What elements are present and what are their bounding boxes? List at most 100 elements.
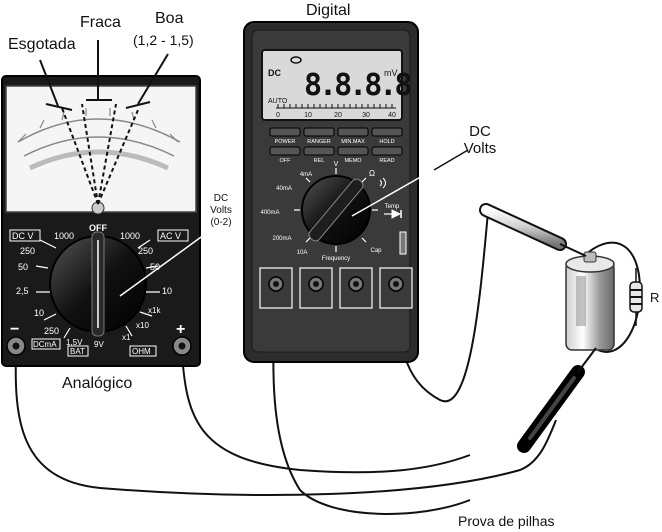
button-ranger-label: RANGER (307, 139, 331, 145)
dial-10a: 10A (297, 250, 308, 256)
dial-200ma: 200mA (272, 236, 291, 242)
bar-tick-10: 10 (304, 112, 312, 119)
button-read-label: READ (379, 158, 394, 164)
label-dc-volts-2: Volts (464, 140, 497, 157)
label-dc-volts-small-2: Volts (210, 205, 232, 216)
dial-dcma: DCmA (33, 340, 57, 349)
button-memo[interactable]: MEMO (337, 146, 369, 164)
button-minmax[interactable]: MIN.MAX (337, 127, 369, 145)
dial-ohm-d: Ω (369, 169, 375, 178)
fuse-slot (399, 231, 407, 255)
dial-x10: x10 (136, 321, 149, 330)
button-power-label: POWER (275, 139, 296, 145)
dial-bl10: 10 (34, 308, 44, 318)
dial-v9: 9V (94, 340, 104, 349)
dial-cap: Cap (370, 248, 382, 254)
analog-jack-minus[interactable] (6, 336, 26, 356)
label-digital: Digital (306, 2, 350, 19)
analog-meter: OFF DC V AC V 1000 1000 250 250 50 50 2,… (1, 40, 209, 367)
dial-l50: 50 (18, 262, 28, 272)
dial-40ma: 40mA (276, 186, 292, 192)
resistor (629, 268, 643, 326)
bar-tick-30: 30 (362, 112, 370, 119)
dial-l250: 250 (20, 246, 35, 256)
button-memo-label: MEMO (344, 158, 362, 164)
dial-r50: 50 (150, 262, 160, 272)
button-rel-label: REL (314, 158, 325, 164)
bar-tick-40: 40 (388, 112, 396, 119)
bar-tick-20: 20 (334, 112, 342, 119)
button-off-label: OFF (280, 158, 292, 164)
button-power[interactable]: POWER (269, 127, 301, 145)
label-esgotada: Esgotada (8, 36, 76, 53)
bar-tick-0: 0 (276, 112, 280, 119)
lcd-unit: mV (384, 68, 398, 78)
dial-frequency: Frequency (322, 256, 350, 262)
dial-r1000: 1000 (120, 231, 140, 241)
button-ranger[interactable]: RANGER (303, 127, 335, 145)
dial-acv: AC V (160, 231, 181, 241)
dial-v: V (334, 161, 339, 168)
label-analogico: Analógico (62, 375, 132, 392)
dial-l1000: 1000 (54, 231, 74, 241)
dial-x1: x1 (122, 333, 131, 342)
ohm-box (129, 345, 157, 357)
dial-x1k: x1k (148, 306, 161, 315)
dial-r10: 10 (162, 286, 172, 296)
battery (565, 251, 615, 351)
dcma-box (31, 338, 61, 350)
dial-bl250: 250 (44, 326, 59, 336)
jack-v[interactable] (379, 267, 413, 309)
button-hold-label: HOLD (379, 139, 394, 145)
analog-dial: OFF DC V AC V 1000 1000 250 250 50 50 2,… (9, 223, 189, 357)
button-read[interactable]: READ (371, 146, 403, 164)
analog-jack-plus[interactable] (172, 336, 192, 356)
label-dc-volts-small-3: (0-2) (210, 217, 231, 228)
analog-dial-ticks (35, 239, 160, 339)
dial-v15: 1,5V (66, 338, 83, 347)
digital-meter: DC 8.8.8.8 mV AUTO 0 10 20 30 40 POWER R… (243, 21, 469, 363)
lcd-screen (261, 49, 403, 121)
button-off[interactable]: OFF (269, 146, 301, 164)
analog-scale-window (5, 85, 197, 213)
lcd-bargraph (276, 104, 396, 109)
analog-scale (17, 108, 181, 171)
dial-bat: BAT (70, 347, 85, 356)
dial-off: OFF (89, 223, 107, 233)
button-rel[interactable]: REL (303, 146, 335, 164)
dial-temp: Temp (385, 204, 400, 210)
diode-icon (384, 209, 402, 219)
button-hold[interactable]: HOLD (371, 127, 403, 145)
dial-dcv: DC V (12, 231, 34, 241)
label-boa: Boa (155, 10, 184, 27)
button-minmax-label: MIN.MAX (341, 139, 365, 145)
dcv-box (9, 229, 41, 242)
lcd-dc: DC (268, 68, 281, 78)
lcd-auto: AUTO (268, 98, 288, 105)
digital-jacks (259, 267, 413, 309)
dial-400ma: 400mA (260, 210, 279, 216)
acv-box (157, 229, 189, 242)
label-fraca: Fraca (80, 14, 121, 31)
zone-brackets (39, 40, 169, 111)
label-dc-volts-small-1: DC (214, 193, 228, 204)
label-boa-range: (1,2 - 1,5) (133, 32, 194, 48)
label-resistor: R (650, 290, 659, 305)
probe-red (479, 203, 587, 257)
dial-4ma: 4mA (300, 172, 312, 178)
wire-analog-plus (181, 351, 471, 474)
label-dc-volts-1: DC (469, 123, 491, 140)
lcd-indicator (290, 56, 302, 64)
digital-dial-ticks (294, 168, 378, 252)
continuity-icon (379, 177, 386, 189)
dc-volts-02-pointer (119, 231, 209, 297)
zone-lines (61, 103, 139, 205)
probe-black (517, 347, 597, 453)
plus-sign: + (176, 321, 185, 338)
lcd-value: 8.8.8.8 (304, 68, 411, 103)
digital-dial: V Ω 4mA 40mA 400mA 200mA 10A Frequency C… (260, 161, 407, 262)
dial-l25: 2,5 (16, 286, 29, 296)
battery-body (565, 261, 615, 351)
wire-analog-minus (14, 351, 557, 496)
